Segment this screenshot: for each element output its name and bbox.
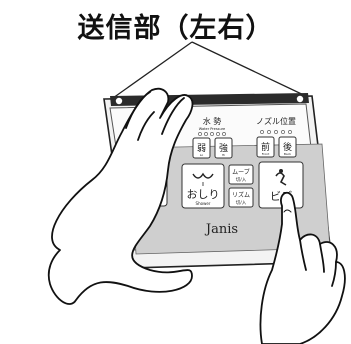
nozzle-position-label: ノズル位置 <box>256 116 296 126</box>
move-sub: 切/入 <box>236 176 247 183</box>
water-pressure-section: 水 勢 Water Pressure 弱 Lo 強 Hi <box>192 116 233 159</box>
right-hand <box>259 191 346 344</box>
move-button[interactable]: ムーブ 切/入 <box>228 164 254 185</box>
weak-label: 弱 <box>197 143 206 154</box>
dots-nozzle <box>260 130 292 134</box>
back-label: 後 <box>283 141 292 153</box>
front-label: 前 <box>261 141 270 153</box>
water-pressure-sub: Water Pressure <box>199 127 225 131</box>
left-hand <box>47 87 194 305</box>
rhythm-button[interactable]: リズム 切/入 <box>228 187 254 208</box>
brand-logo: Janis <box>204 222 238 237</box>
back-button[interactable] <box>278 136 297 158</box>
strong-button[interactable] <box>214 137 233 159</box>
front-button[interactable] <box>256 136 275 158</box>
strong-sub: Hi <box>222 153 225 157</box>
callout-line-left <box>112 41 193 99</box>
back-sub: Back <box>284 152 292 156</box>
weak-sub: Lo <box>200 153 204 157</box>
nozzle-position-section: ノズル位置 前 Front 後 Back <box>256 116 297 158</box>
transmitter-left <box>115 97 123 105</box>
strong-label: 強 <box>219 142 228 154</box>
rhythm-sub: 切/入 <box>236 199 247 206</box>
transmitter-right <box>296 95 304 103</box>
shower-button[interactable]: おしり Shower <box>181 163 225 209</box>
shower-icon <box>192 172 214 179</box>
move-label: ムーブ <box>232 168 250 176</box>
rhythm-label: リズム <box>232 191 250 199</box>
callout-title: 送信部（左右） <box>77 13 274 44</box>
shower-sub: Shower <box>196 201 211 206</box>
callout-line-right <box>191 41 311 99</box>
front-sub: Front <box>262 152 270 156</box>
weak-button[interactable] <box>192 137 211 159</box>
dots-pressure <box>198 132 226 136</box>
bidet-icon <box>275 172 287 186</box>
water-pressure-label: 水 勢 <box>203 116 222 126</box>
shower-label: おしり <box>187 188 220 201</box>
